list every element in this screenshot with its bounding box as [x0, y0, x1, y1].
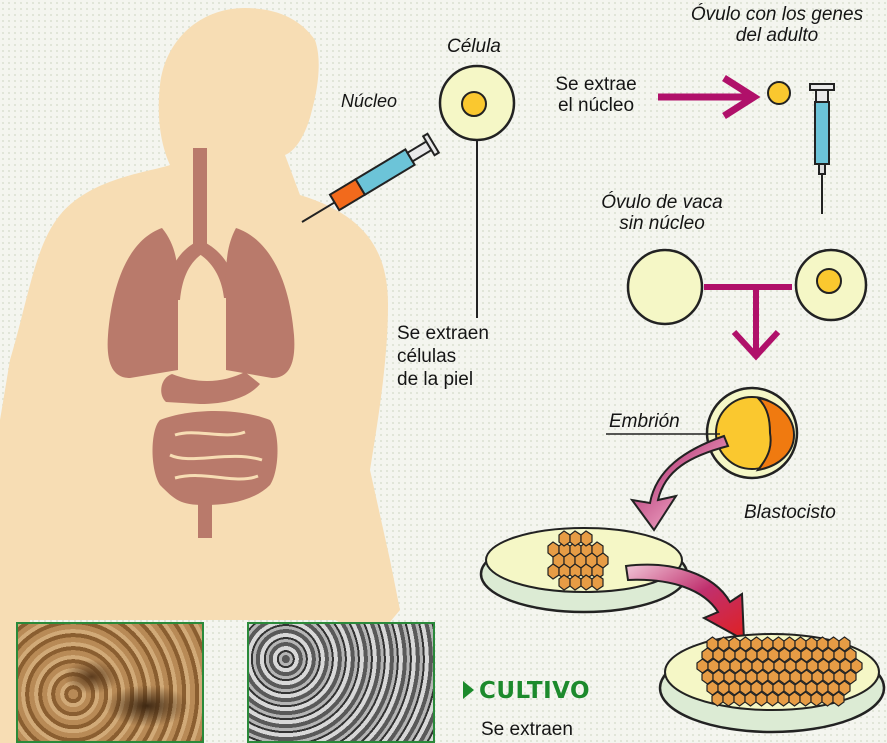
cell-hexagon [789, 692, 800, 706]
syringe-vertical-icon [810, 84, 834, 214]
cell-hexagon [833, 692, 844, 706]
cell-hexagon [767, 692, 778, 706]
triangle-icon [463, 681, 474, 699]
petri-dish-icon [660, 634, 884, 732]
cell-hexagon [745, 692, 756, 706]
tissue-photo-2 [247, 622, 435, 743]
cultivo-heading: CULTIVO [463, 678, 590, 704]
curve-arrow-1 [632, 436, 728, 530]
label-blastocisto: Blastocisto [744, 502, 836, 523]
egg-with-nucleus [796, 250, 866, 320]
label-ovulo-genes: Óvulo con los genes del adulto [667, 4, 887, 46]
label-cultivo-text: Se extraen [481, 719, 573, 740]
egg-empty [628, 250, 702, 324]
cell-hexagon [723, 692, 734, 706]
cell-hexagon [756, 692, 767, 706]
label-celula: Célula [447, 36, 501, 57]
fusion-arrow [704, 287, 792, 356]
cell-icon [440, 66, 514, 318]
label-extrae-nucleo: Se extrae el núcleo [536, 74, 656, 116]
label-extraen-celulas: Se extraen células de la piel [397, 322, 489, 391]
label-ovulo-vaca: Óvulo de vaca sin núcleo [572, 192, 752, 234]
extracted-nucleus [768, 82, 790, 104]
tissue-photo-1 [16, 622, 204, 743]
cell-hexagon [712, 692, 723, 706]
blastocyst-icon [707, 388, 797, 478]
cell-hexagon [800, 692, 811, 706]
label-nucleo: Núcleo [341, 91, 397, 112]
arrow-icon [658, 78, 754, 116]
label-embrion: Embrión [609, 411, 680, 432]
cell-hexagon [822, 692, 833, 706]
cell-hexagon [811, 692, 822, 706]
cell-hexagon [778, 692, 789, 706]
cultivo-title-text: CULTIVO [479, 678, 590, 704]
cell-hexagon [734, 692, 745, 706]
